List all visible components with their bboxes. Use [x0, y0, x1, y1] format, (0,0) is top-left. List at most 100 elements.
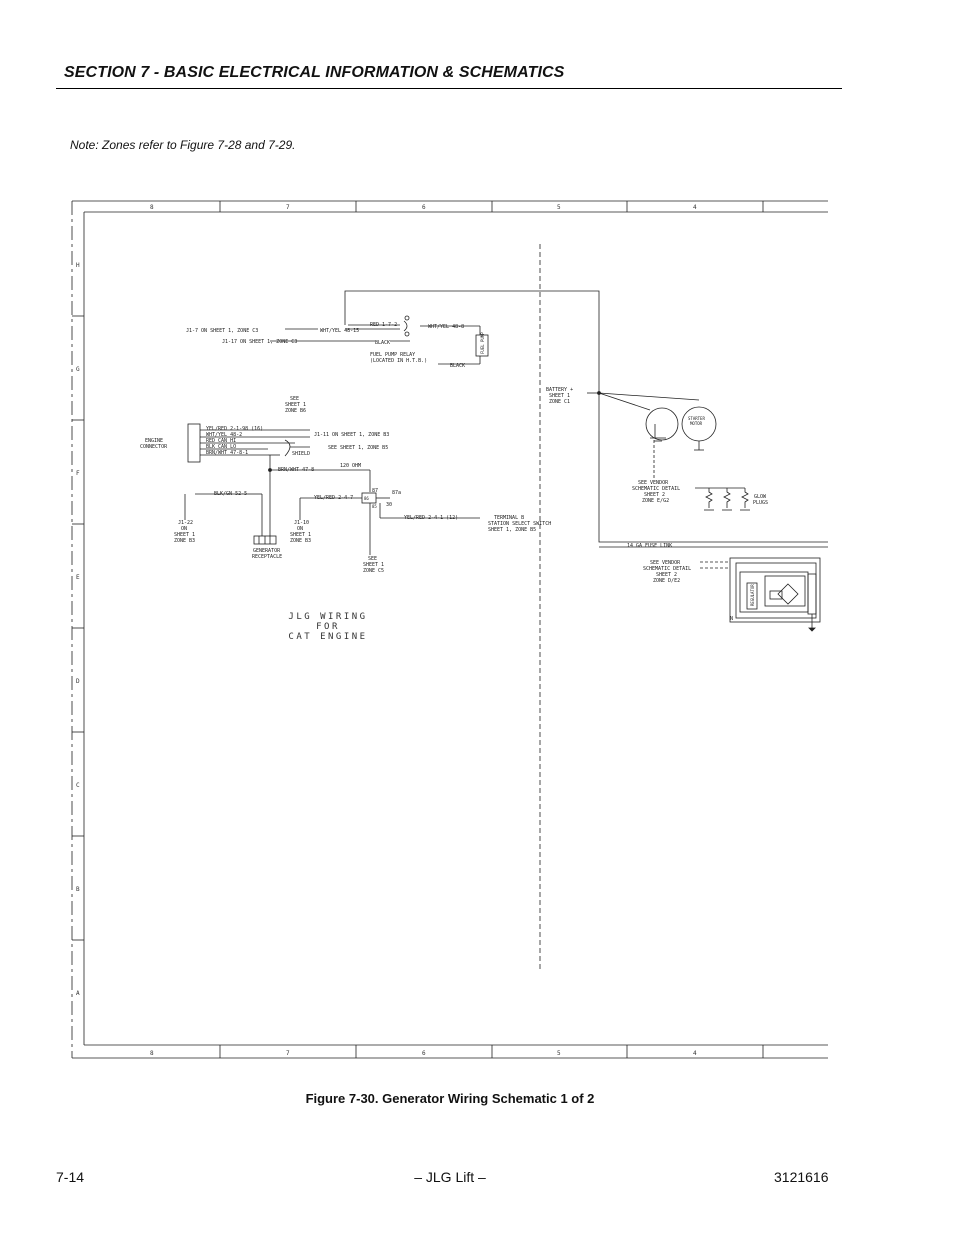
label: WHT/YEL 48-15: [320, 328, 359, 334]
label: 120 OHM: [340, 463, 361, 469]
label: WHT/YEL 48-8: [428, 324, 464, 330]
label: J1-10: [294, 520, 309, 526]
label: ENGINE: [145, 438, 163, 444]
label: ZONE C5: [363, 568, 384, 574]
footer-brand: – JLG Lift –: [414, 1169, 486, 1185]
label: 30: [386, 502, 392, 508]
label: WHT/YEL 48-2: [206, 432, 242, 438]
starter-circuit: [645, 406, 750, 511]
row-label: G: [76, 366, 80, 373]
label: BRN/WHT 47-8: [278, 467, 314, 473]
label: ZONE E/G2: [642, 498, 669, 504]
figure-caption: Figure 7-30. Generator Wiring Schematic …: [305, 1091, 595, 1106]
label: STARTER: [688, 416, 705, 421]
col-label-top: 8: [150, 204, 154, 211]
label: CONNECTOR: [140, 444, 168, 450]
label: ON: [181, 526, 187, 532]
column-ticks: [219, 201, 764, 1058]
col-label-bottom: 6: [422, 1050, 426, 1057]
label: SCHEMATIC DETAIL: [643, 566, 691, 572]
page-number: 7-14: [56, 1169, 85, 1185]
col-label-bottom: 7: [286, 1050, 290, 1057]
label: REGULATOR: [750, 584, 755, 606]
label: 85: [372, 504, 377, 509]
label: RED 1-7-2: [370, 322, 397, 328]
label: SCHEMATIC DETAIL: [632, 486, 680, 492]
schematic-labels: J1-7 ON SHEET 1, ZONE C3 J1-17 ON SHEET …: [140, 322, 768, 622]
label: TERMINAL B: [494, 515, 524, 521]
label: BLK CAN LO: [206, 444, 236, 450]
label: SEE VENDOR: [638, 480, 669, 486]
label: J1-7 ON SHEET 1, ZONE C3: [186, 328, 258, 334]
label: SEE SHEET 1, ZONE B5: [328, 445, 388, 451]
regulator-module: [700, 557, 821, 632]
col-label-top: 4: [693, 204, 697, 211]
label: ZONE B3: [290, 538, 311, 544]
label: SHEET 2: [644, 492, 665, 498]
label: ZONE B3: [174, 538, 195, 544]
row-label: F: [76, 470, 80, 477]
schematic-title: JLG WIRING: [288, 612, 367, 622]
relay-circuit: [184, 492, 480, 555]
document-number: 3121616: [774, 1169, 829, 1185]
col-label-bottom: 8: [150, 1050, 154, 1057]
label: RECEPTACLE: [252, 554, 282, 560]
schematic-title: CAT ENGINE: [288, 632, 367, 642]
label: SEE VENDOR: [650, 560, 681, 566]
label: MOTOR: [690, 421, 703, 426]
label: GENERATOR: [253, 548, 281, 554]
col-label-top: 5: [557, 204, 561, 211]
engine-connector: [187, 423, 371, 536]
label: J1-17 ON SHEET 1, ZONE C3: [222, 339, 297, 345]
label: N: [730, 616, 733, 622]
row-label: A: [76, 990, 80, 997]
label: YEL/RED 2-1-98 (16): [206, 426, 263, 432]
label: J1-11 ON SHEET 1, ZONE B3: [314, 432, 389, 438]
label: GLOW: [754, 494, 767, 500]
header-rule: [56, 88, 842, 89]
label: BRN/WHT 47-8-1: [206, 450, 248, 456]
label: J1-22: [178, 520, 193, 526]
label: BATTERY +: [546, 387, 573, 393]
label: 86: [364, 496, 369, 501]
col-label-bottom: 4: [693, 1050, 697, 1057]
label: ZONE B6: [285, 408, 306, 414]
label: YEL/RED 2-4-1 (12): [404, 515, 458, 521]
label: 87: [372, 488, 378, 494]
label: ZONE D/E2: [653, 578, 680, 584]
label: (LOCATED IN H.T.B.): [370, 358, 427, 364]
row-ticks: [72, 315, 84, 941]
label: ZONE C1: [549, 399, 570, 405]
schematic-title: FOR: [316, 622, 340, 632]
label: SEE: [290, 396, 299, 402]
section-title: SECTION 7 - BASIC ELECTRICAL INFORMATION…: [64, 64, 565, 81]
row-label: B: [76, 886, 80, 893]
label: ON: [297, 526, 303, 532]
label: SHEET 1, ZONE B5: [488, 527, 536, 533]
col-label-bottom: 5: [557, 1050, 561, 1057]
label: SHEET 1: [549, 393, 570, 399]
label: SEE: [368, 556, 377, 562]
label: BLK/GN 52-5: [214, 491, 247, 497]
fuel-pump-circuit: [270, 290, 828, 548]
label: FUEL PUMP RELAY: [370, 352, 415, 358]
label: PLUGS: [753, 500, 768, 506]
label: STATION SELECT SWITCH: [488, 521, 551, 527]
row-label: E: [76, 574, 80, 581]
label: RED CAN HI: [206, 438, 236, 444]
label: SHEET 1: [290, 532, 311, 538]
row-label: H: [76, 262, 80, 269]
label: BLACK: [375, 340, 390, 346]
label: SHEET 1: [174, 532, 195, 538]
row-label: D: [76, 678, 80, 685]
label: SHIELD: [292, 451, 310, 457]
row-label: C: [76, 782, 80, 789]
label: FUEL PUMP: [480, 332, 485, 354]
label: SHEET 1: [363, 562, 384, 568]
label: YEL/RED 2-4-7: [314, 495, 353, 501]
col-label-top: 7: [286, 204, 290, 211]
label: 14 GA FUSE LINK: [627, 543, 672, 549]
zone-note: Note: Zones refer to Figure 7-28 and 7-2…: [70, 138, 296, 152]
label: SHEET 1: [285, 402, 306, 408]
